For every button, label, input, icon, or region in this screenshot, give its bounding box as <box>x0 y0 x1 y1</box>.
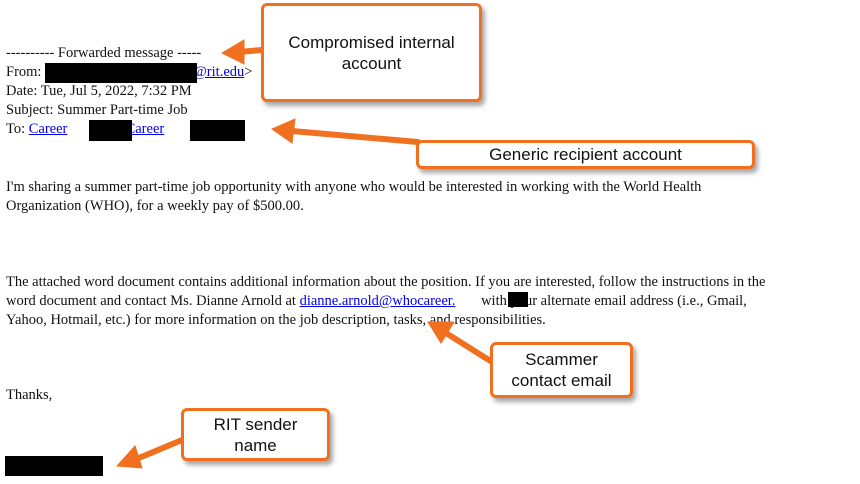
arrow-generic <box>289 128 421 145</box>
from-end: > <box>244 64 253 80</box>
redaction-to-address <box>190 120 245 141</box>
arrowhead-sender <box>115 445 143 469</box>
redaction-from <box>45 63 197 83</box>
callout-scammer-email: Scammer contact email <box>490 342 633 398</box>
from-label: From: <box>6 64 42 80</box>
forwarded-header: ---------- Forwarded message ----- <box>6 45 202 61</box>
scam-email-link[interactable]: dianne.arnold@whocareer. <box>299 293 456 309</box>
arrowhead-generic <box>270 118 296 144</box>
para1-line2: Organization (WHO), for a weekly pay of … <box>6 198 304 214</box>
para2-text-end: with your alternate email address (i.e.,… <box>481 293 747 309</box>
para2-line2: word document and contact Ms. Dianne Arn… <box>6 292 747 311</box>
para2-text: word document and contact Ms. Dianne Arn… <box>6 293 296 309</box>
from-email-link[interactable]: @rit.edu <box>193 64 245 80</box>
subject-line: Subject: Summer Part-time Job <box>6 102 188 118</box>
para2-line3: Yahoo, Hotmail, etc.) for more informati… <box>6 312 546 328</box>
callout-generic-recipient: Generic recipient account <box>416 140 755 169</box>
callout-sender-name: RIT sender name <box>181 408 330 461</box>
redaction-email-tld <box>508 292 528 307</box>
arrowhead-compromised <box>220 39 245 65</box>
to-name-link[interactable]: Career <box>28 121 68 137</box>
arrowhead-scammer <box>427 321 455 344</box>
arrow-sender <box>131 437 185 463</box>
to-address-link[interactable]: Career <box>125 121 165 137</box>
thanks: Thanks, <box>6 387 53 403</box>
to-label: To: <box>6 121 26 137</box>
redaction-signature <box>5 456 103 476</box>
para2-line1: The attached word document contains addi… <box>6 274 766 290</box>
arrow-scammer <box>443 330 495 365</box>
redaction-to-name <box>89 120 132 141</box>
callout-compromised-account: Compromised internal account <box>261 3 482 102</box>
from-line: From: @rit.edu> <box>6 63 252 82</box>
date-line: Date: Tue, Jul 5, 2022, 7:32 PM <box>6 83 192 99</box>
para1-line1: I'm sharing a summer part-time job oppor… <box>6 179 702 195</box>
